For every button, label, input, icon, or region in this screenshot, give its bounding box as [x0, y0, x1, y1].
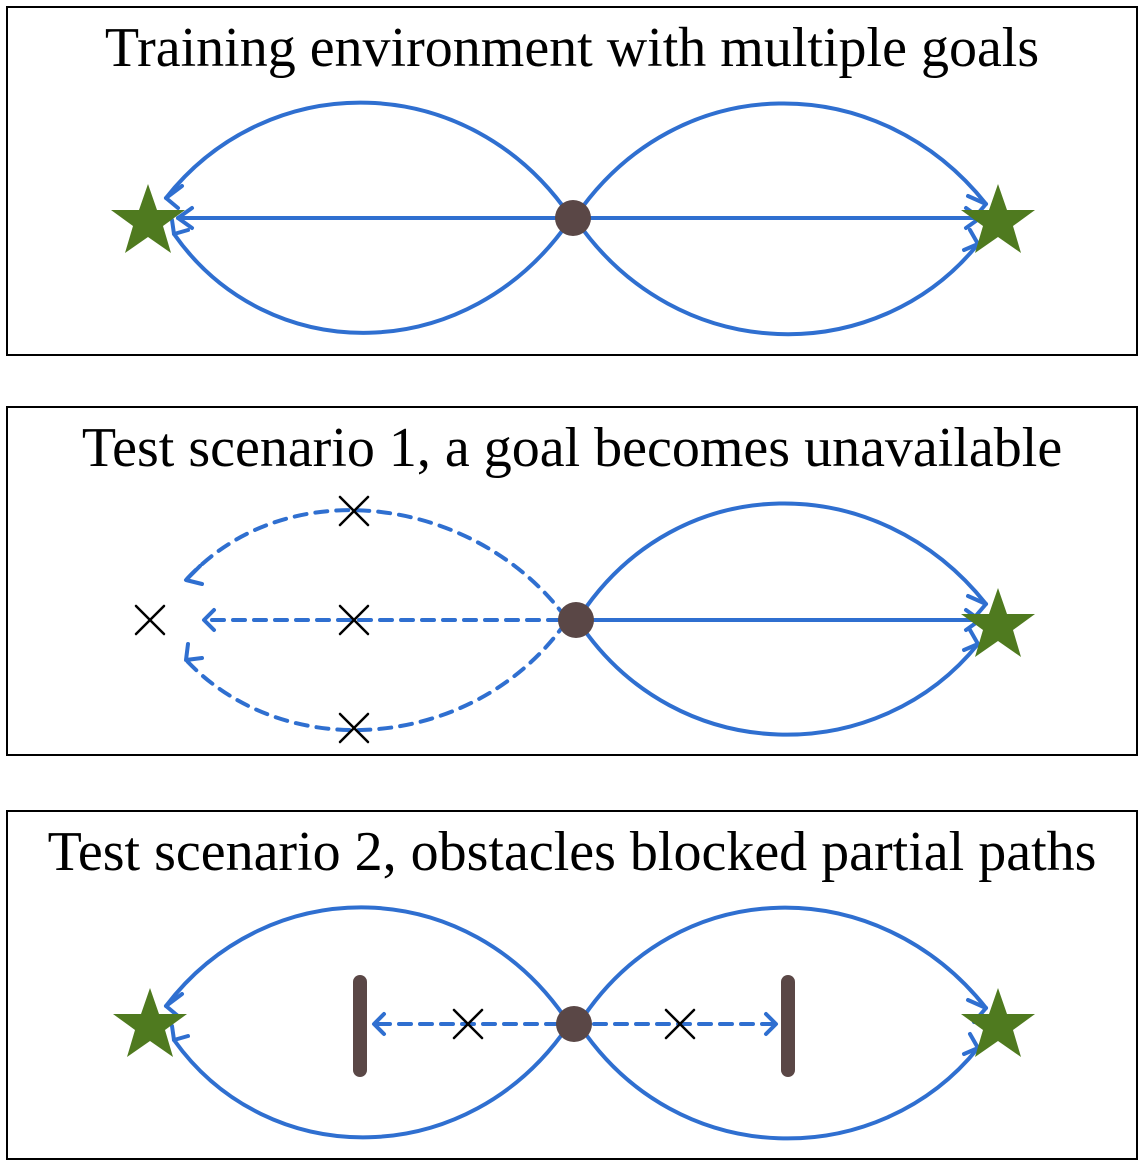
goal-star-right — [961, 988, 1035, 1057]
panel-scenario-1: Test scenario 1, a goal becomes unavaila… — [6, 406, 1138, 756]
arrowhead — [764, 1012, 778, 1036]
path-left-upper-dashed — [184, 508, 568, 620]
diagram-training — [111, 100, 1035, 337]
path-right-lower — [578, 622, 980, 737]
panel-scenario-2: Test scenario 2, obstacles blocked parti… — [6, 810, 1138, 1160]
arrowhead — [962, 228, 980, 252]
arrowhead — [176, 206, 194, 230]
arrowhead — [966, 594, 988, 620]
panel-title: Test scenario 2, obstacles blocked parti… — [47, 821, 1097, 883]
arrowhead — [962, 1032, 980, 1056]
arrowhead — [184, 564, 204, 586]
panel-title: Training environment with multiple goals — [104, 17, 1040, 79]
cross-icon — [338, 604, 370, 636]
arrowhead — [372, 1012, 386, 1036]
path-right-upper — [578, 905, 988, 1024]
path-right-upper — [578, 501, 988, 618]
arrowhead — [170, 218, 190, 236]
cross-icon — [338, 712, 370, 744]
panel-title: Test scenario 1, a goal becomes unavaila… — [81, 417, 1063, 479]
arrowhead — [184, 642, 204, 662]
arrowhead — [164, 184, 184, 210]
goal-star-right — [961, 184, 1035, 253]
path-left-upper — [164, 905, 570, 1024]
arrowhead — [962, 628, 980, 652]
cross-icon — [452, 1008, 484, 1040]
agent-dot — [555, 200, 591, 236]
panel-training: Training environment with multiple goals — [6, 6, 1138, 356]
diagram-scenario-1 — [134, 495, 1035, 744]
arrowhead — [164, 992, 184, 1018]
path-right-lower — [574, 218, 980, 337]
path-left-upper — [164, 100, 572, 218]
cross-icon — [338, 495, 370, 527]
arrowhead — [202, 608, 216, 632]
path-left-lower — [172, 218, 572, 335]
goal-star-left — [113, 988, 187, 1057]
cross-icon — [664, 1008, 696, 1040]
path-right-upper — [574, 101, 988, 218]
path-left-lower-dashed — [184, 620, 568, 733]
diagram-scenario-2 — [113, 905, 1035, 1141]
path-right-lower — [578, 1024, 980, 1141]
goal-star-right — [961, 588, 1035, 657]
arrowhead — [170, 1024, 190, 1042]
goal-star-left — [111, 184, 185, 253]
agent-dot — [558, 602, 594, 638]
cross-icon-goal-removed — [134, 604, 166, 636]
agent-dot — [556, 1006, 592, 1042]
path-left-lower — [172, 1024, 570, 1140]
